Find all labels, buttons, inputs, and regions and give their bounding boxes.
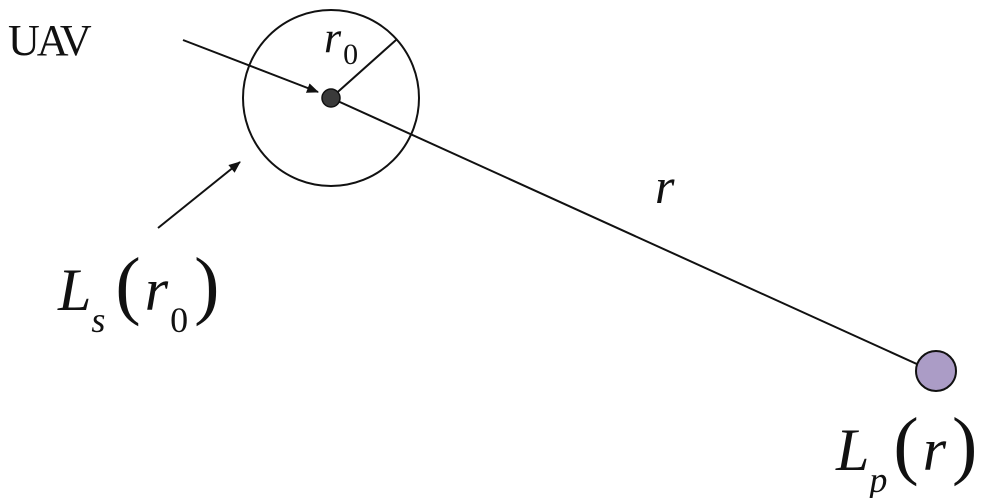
- radius-label-subscript: 0: [343, 38, 358, 71]
- received-level-close-paren: ): [952, 403, 977, 487]
- uav-label: UAV: [8, 16, 92, 65]
- source-level-argument: r: [145, 257, 169, 323]
- radius-label: r0: [324, 13, 358, 71]
- source-level-argument-subscript: 0: [170, 300, 188, 340]
- received-level-subscript: p: [866, 460, 887, 498]
- uav-arrow: [182, 39, 319, 93]
- source-level-arrow: [157, 161, 241, 229]
- source-dot: [321, 88, 341, 108]
- source-level-symbol: L: [57, 257, 91, 323]
- distance-label: r: [655, 158, 675, 214]
- source-sphere-circle: [242, 9, 420, 187]
- source-level-label: Ls(r0): [57, 243, 219, 340]
- receiver-dot: [915, 350, 957, 392]
- radius-line: [330, 39, 397, 99]
- received-level-label: Lp(r): [835, 403, 977, 498]
- distance-line: [330, 97, 931, 371]
- received-level-argument: r: [923, 417, 947, 483]
- radius-label-symbol: r: [324, 13, 342, 62]
- received-level-symbol: L: [835, 417, 869, 483]
- received-level-open-paren: (: [893, 403, 918, 487]
- source-level-subscript: s: [91, 300, 105, 340]
- source-level-close-paren: ): [194, 243, 219, 327]
- source-level-open-paren: (: [115, 243, 140, 327]
